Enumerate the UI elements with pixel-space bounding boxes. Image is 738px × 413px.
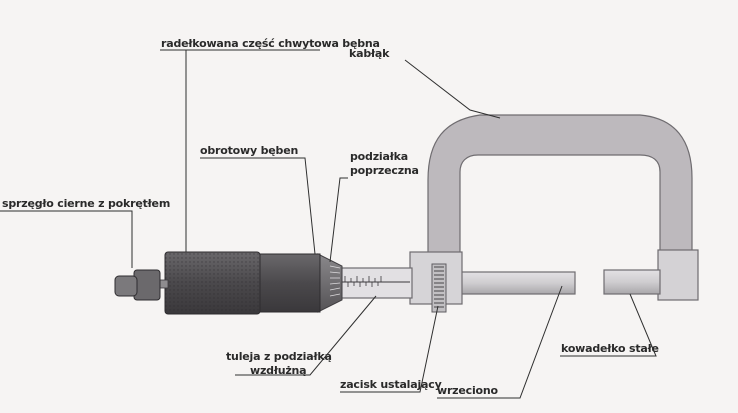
sleeve-scale-ticks <box>344 276 382 287</box>
sleeve <box>339 267 413 299</box>
spindle-rod <box>454 271 576 295</box>
label-frame: kabłąk <box>349 47 390 60</box>
label-sleeve-2: wzdłużną <box>250 364 307 377</box>
lock-clamp-knob <box>431 263 447 313</box>
label-cross-scale-1: podziałka <box>350 150 408 163</box>
label-lock-clamp: zacisk ustalający <box>340 378 442 391</box>
rotating-drum <box>257 253 321 313</box>
label-sleeve-1: tuleja z podziałką <box>226 350 332 363</box>
lock-clamp-knurl <box>434 266 444 308</box>
label-anvil: kowadełko stałe <box>561 342 659 355</box>
clutch-collar <box>133 269 161 301</box>
anvil-rod <box>603 269 661 295</box>
label-friction-clutch: sprzęgło cierne z pokrętłem <box>2 197 171 210</box>
anvil-block <box>657 249 699 301</box>
label-rotating-drum: obrotowy bęben <box>200 144 299 157</box>
label-knurled-grip: radełkowana część chwytowa bębna <box>161 37 380 50</box>
label-cross-scale-2: poprzeczna <box>350 164 419 177</box>
clutch-knob <box>114 275 138 297</box>
label-spindle: wrzeciono <box>437 384 498 397</box>
thimble-scale-ticks <box>329 265 341 297</box>
frame-shape <box>427 114 693 263</box>
leader-lines <box>0 49 657 399</box>
